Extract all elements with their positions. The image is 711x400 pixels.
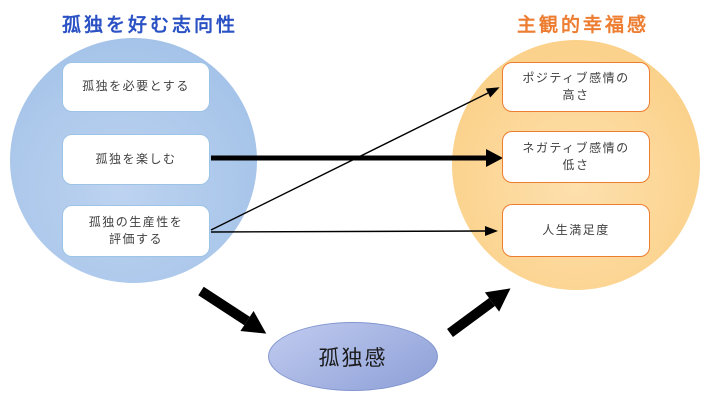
node-high-positive-affect: ポジティブ感情の 高さ [502,62,650,112]
node-loneliness: 孤独感 [268,322,438,391]
node-enjoys-solitude: 孤独を楽しむ [62,134,210,185]
node-low-negative-affect: ネガティブ感情の 低さ [502,131,650,183]
node-values-productivity-of-solitude: 孤独の生産性を 評価する [62,205,210,257]
arrow-cluster-to-loneliness [198,286,267,334]
node-needs-solitude: 孤独を必要とする [62,62,210,112]
arrow-loneliness-to-wellbeing [447,288,511,338]
node-life-satisfaction: 人生満足度 [502,204,650,257]
arrow-productivity-to-life-satisfaction [210,226,498,236]
right-cluster-title: 主観的幸福感 [517,15,650,36]
left-cluster-title: 孤独を好む志向性 [62,15,239,36]
